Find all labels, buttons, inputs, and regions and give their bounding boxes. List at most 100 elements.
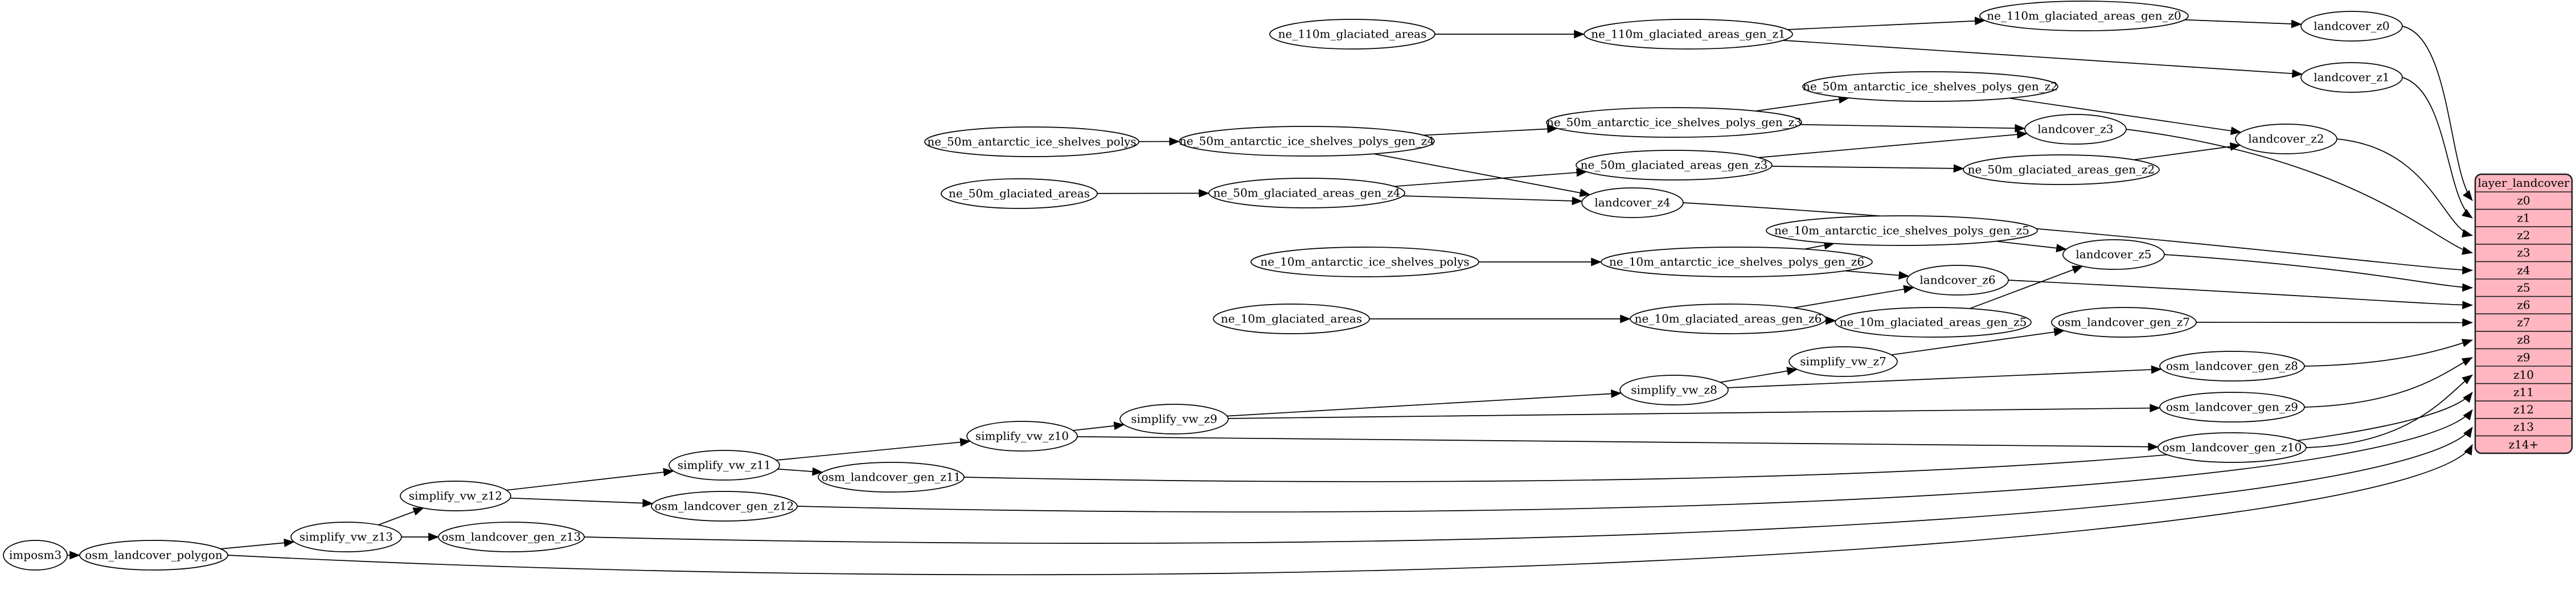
node-ellipse	[2235, 124, 2337, 154]
node-ellipse	[3, 540, 68, 571]
edge-landcover_z2-to-layer_landcover.z2	[2336, 138, 2473, 237]
table-layer-landcover: layer_landcoverz0z1z2z3z4z5z6z7z8z9z10z1…	[2474, 173, 2573, 454]
node-ellipse	[400, 481, 511, 511]
node-label: osm_landcover_polygon	[85, 548, 223, 562]
node-label: simplify_vw_z9	[1131, 412, 1217, 426]
node-label: ne_10m_glaciated_areas_gen_z5	[1840, 315, 2027, 329]
node-ne_10m_antarctic_ice_shelves_polys_gen_z5: ne_10m_antarctic_ice_shelves_polys_gen_z…	[1766, 215, 2038, 246]
node-ne_10m_antarctic_ice_shelves_polys: ne_10m_antarctic_ice_shelves_polys	[1250, 247, 1479, 277]
edge-simplify_vw_z12-to-simplify_vw_z11	[506, 468, 674, 491]
node-ellipse	[1630, 304, 1827, 334]
node-label: ne_10m_antarctic_ice_shelves_polys	[1260, 255, 1469, 269]
node-label: osm_landcover_gen_z7	[2058, 315, 2190, 329]
edge-ne_50m_glaciated_areas_gen_z4-to-landcover_z4	[1402, 195, 1583, 206]
node-ne_10m_glaciated_areas_gen_z6: ne_10m_glaciated_areas_gen_z6	[1630, 304, 1827, 334]
node-ellipse	[2159, 392, 2305, 423]
edge-ne_110m_glaciated_areas_gen_z0-to-landcover_z0	[2184, 19, 2302, 28]
edge-landcover_z5-to-layer_landcover.z5	[2164, 254, 2473, 292]
node-osm_landcover_gen_z13: osm_landcover_gen_z13	[438, 522, 585, 552]
node-landcover_z2: landcover_z2	[2235, 124, 2337, 154]
node-label: simplify_vw_z7	[1800, 355, 1886, 368]
edge-osm_landcover_gen_z10-to-layer_landcover.z10	[2306, 374, 2473, 448]
node-osm_landcover_gen_z9: osm_landcover_gen_z9	[2159, 392, 2305, 423]
node-ellipse	[924, 126, 1139, 157]
node-ne_110m_glaciated_areas_gen_z1: ne_110m_glaciated_areas_gen_z1	[1584, 19, 1793, 50]
edge-ne_10m_antarctic_ice_shelves_polys_gen_z5-to-landcover_z5	[1996, 240, 2067, 253]
node-ellipse	[1835, 307, 2032, 338]
node-ellipse	[1546, 107, 1802, 138]
node-ellipse	[438, 522, 585, 552]
node-label: osm_landcover_gen_z10	[2163, 441, 2302, 454]
node-ellipse	[2157, 432, 2307, 463]
edge-simplify_vw_z10-to-simplify_vw_z9	[1073, 421, 1125, 431]
node-label: ne_50m_glaciated_areas_gen_z4	[1213, 186, 1401, 200]
node-osm_landcover_gen_z8: osm_landcover_gen_z8	[2159, 351, 2305, 382]
node-ellipse	[941, 178, 1098, 209]
node-ne_50m_antarctic_ice_shelves_polys_gen_z3: ne_50m_antarctic_ice_shelves_polys_gen_z…	[1546, 107, 1802, 138]
node-ne_50m_antarctic_ice_shelves_polys_gen_z2: ne_50m_antarctic_ice_shelves_polys_gen_z…	[1802, 71, 2058, 102]
table-title: layer_landcover	[2478, 176, 2570, 190]
node-label: osm_landcover_gen_z12	[655, 499, 794, 513]
table-row-z14+: z14+	[2509, 437, 2539, 451]
edge-landcover_z1-to-layer_landcover.z1	[2402, 77, 2473, 219]
node-label: landcover_z2	[2248, 132, 2324, 146]
node-simplify_vw_z10: simplify_vw_z10	[966, 421, 1078, 452]
node-ellipse	[818, 462, 965, 493]
node-ellipse	[1963, 154, 2160, 185]
node-label: ne_50m_antarctic_ice_shelves_polys_gen_z…	[1803, 80, 2058, 93]
table-row-z9: z9	[2517, 350, 2530, 364]
node-label: landcover_z4	[1594, 196, 1670, 210]
edge-simplify_vw_z8-to-simplify_vw_z7	[1720, 367, 1798, 383]
node-label: ne_10m_antarctic_ice_shelves_polys_gen_z…	[1774, 224, 2029, 237]
node-ellipse	[2051, 307, 2197, 338]
node-landcover_z6: landcover_z6	[1906, 265, 2009, 296]
node-landcover_z3: landcover_z3	[2024, 114, 2127, 145]
node-label: ne_50m_glaciated_areas_gen_z3	[1581, 158, 1768, 172]
edge-simplify_vw_z9-to-osm_landcover_gen_z9	[1228, 404, 2161, 419]
node-ne_50m_glaciated_areas: ne_50m_glaciated_areas	[941, 178, 1098, 209]
table-row-z13: z13	[2513, 420, 2534, 434]
node-landcover_z5: landcover_z5	[2062, 239, 2165, 270]
edge-osm_landcover_gen_z9-to-layer_landcover.z9	[2304, 356, 2473, 408]
node-ellipse	[1802, 71, 2058, 102]
edge-ne_50m_antarctic_ice_shelves_polys_gen_z2-to-landcover_z2	[2009, 97, 2242, 136]
node-label: ne_50m_antarctic_ice_shelves_polys_gen_z…	[1179, 134, 1434, 148]
node-simplify_vw_z7: simplify_vw_z7	[1789, 346, 1898, 377]
edge-ne_50m_glaciated_areas_gen_z3-to-ne_50m_glaciated_areas_gen_z2	[1771, 164, 1964, 173]
node-label: ne_10m_glaciated_areas_gen_z6	[1635, 312, 1822, 326]
table-row-z4: z4	[2517, 263, 2530, 277]
edge-simplify_vw_z13-to-simplify_vw_z12	[378, 507, 424, 526]
node-osm_landcover_gen_z10: osm_landcover_gen_z10	[2157, 432, 2307, 463]
node-label: simplify_vw_z12	[409, 489, 502, 503]
node-ne_10m_glaciated_areas_gen_z5: ne_10m_glaciated_areas_gen_z5	[1835, 307, 2032, 338]
node-ellipse	[1619, 375, 1729, 405]
edge-osm_landcover_gen_z11-to-layer_landcover.z11	[963, 392, 2473, 482]
edge-landcover_z0-to-layer_landcover.z0	[2402, 26, 2473, 202]
node-label: simplify_vw_z8	[1631, 383, 1717, 397]
edge-osm_landcover_gen_z7-to-layer_landcover.z7	[2196, 318, 2473, 327]
node-ne_50m_glaciated_areas_gen_z2: ne_50m_glaciated_areas_gen_z2	[1963, 154, 2160, 185]
edge-ne_50m_antarctic_ice_shelves_polys_gen_z4-to-ne_50m_antarctic_ice_shelves_polys_gen_z3	[1423, 124, 1558, 136]
node-label: ne_50m_antarctic_ice_shelves_polys_gen_z…	[1547, 116, 1802, 129]
edge-ne_110m_glaciated_areas_gen_z1-to-landcover_z1	[1783, 40, 2303, 78]
node-ne_10m_glaciated_areas: ne_10m_glaciated_areas	[1213, 304, 1370, 334]
node-ellipse	[1213, 304, 1370, 334]
node-label: ne_110m_glaciated_areas	[1278, 27, 1427, 41]
edge-landcover_z3-to-layer_landcover.z3	[2126, 129, 2473, 255]
node-label: ne_110m_glaciated_areas_gen_z0	[1987, 9, 2181, 23]
table-row-z3: z3	[2517, 246, 2530, 260]
node-ellipse	[966, 421, 1078, 452]
node-osm_landcover_gen_z12: osm_landcover_gen_z12	[651, 491, 798, 522]
node-ellipse	[2300, 62, 2403, 93]
node-label: ne_50m_glaciated_areas_gen_z2	[1968, 163, 2155, 177]
node-label: landcover_z5	[2075, 248, 2151, 261]
edge-simplify_vw_z9-to-simplify_vw_z8	[1227, 389, 1622, 417]
edge-simplify_vw_z11-to-osm_landcover_gen_z11	[777, 467, 823, 476]
node-label: ne_50m_antarctic_ice_shelves_polys	[927, 135, 1136, 149]
node-ellipse	[1766, 215, 2038, 246]
edge-osm_landcover_polygon-to-simplify_vw_z13	[220, 538, 295, 550]
node-osm_landcover_polygon: osm_landcover_polygon	[79, 540, 228, 571]
node-ne_10m_antarctic_ice_shelves_polys_gen_z6: ne_10m_antarctic_ice_shelves_polys_gen_z…	[1601, 247, 1873, 277]
node-label: ne_110m_glaciated_areas_gen_z1	[1591, 27, 1785, 41]
